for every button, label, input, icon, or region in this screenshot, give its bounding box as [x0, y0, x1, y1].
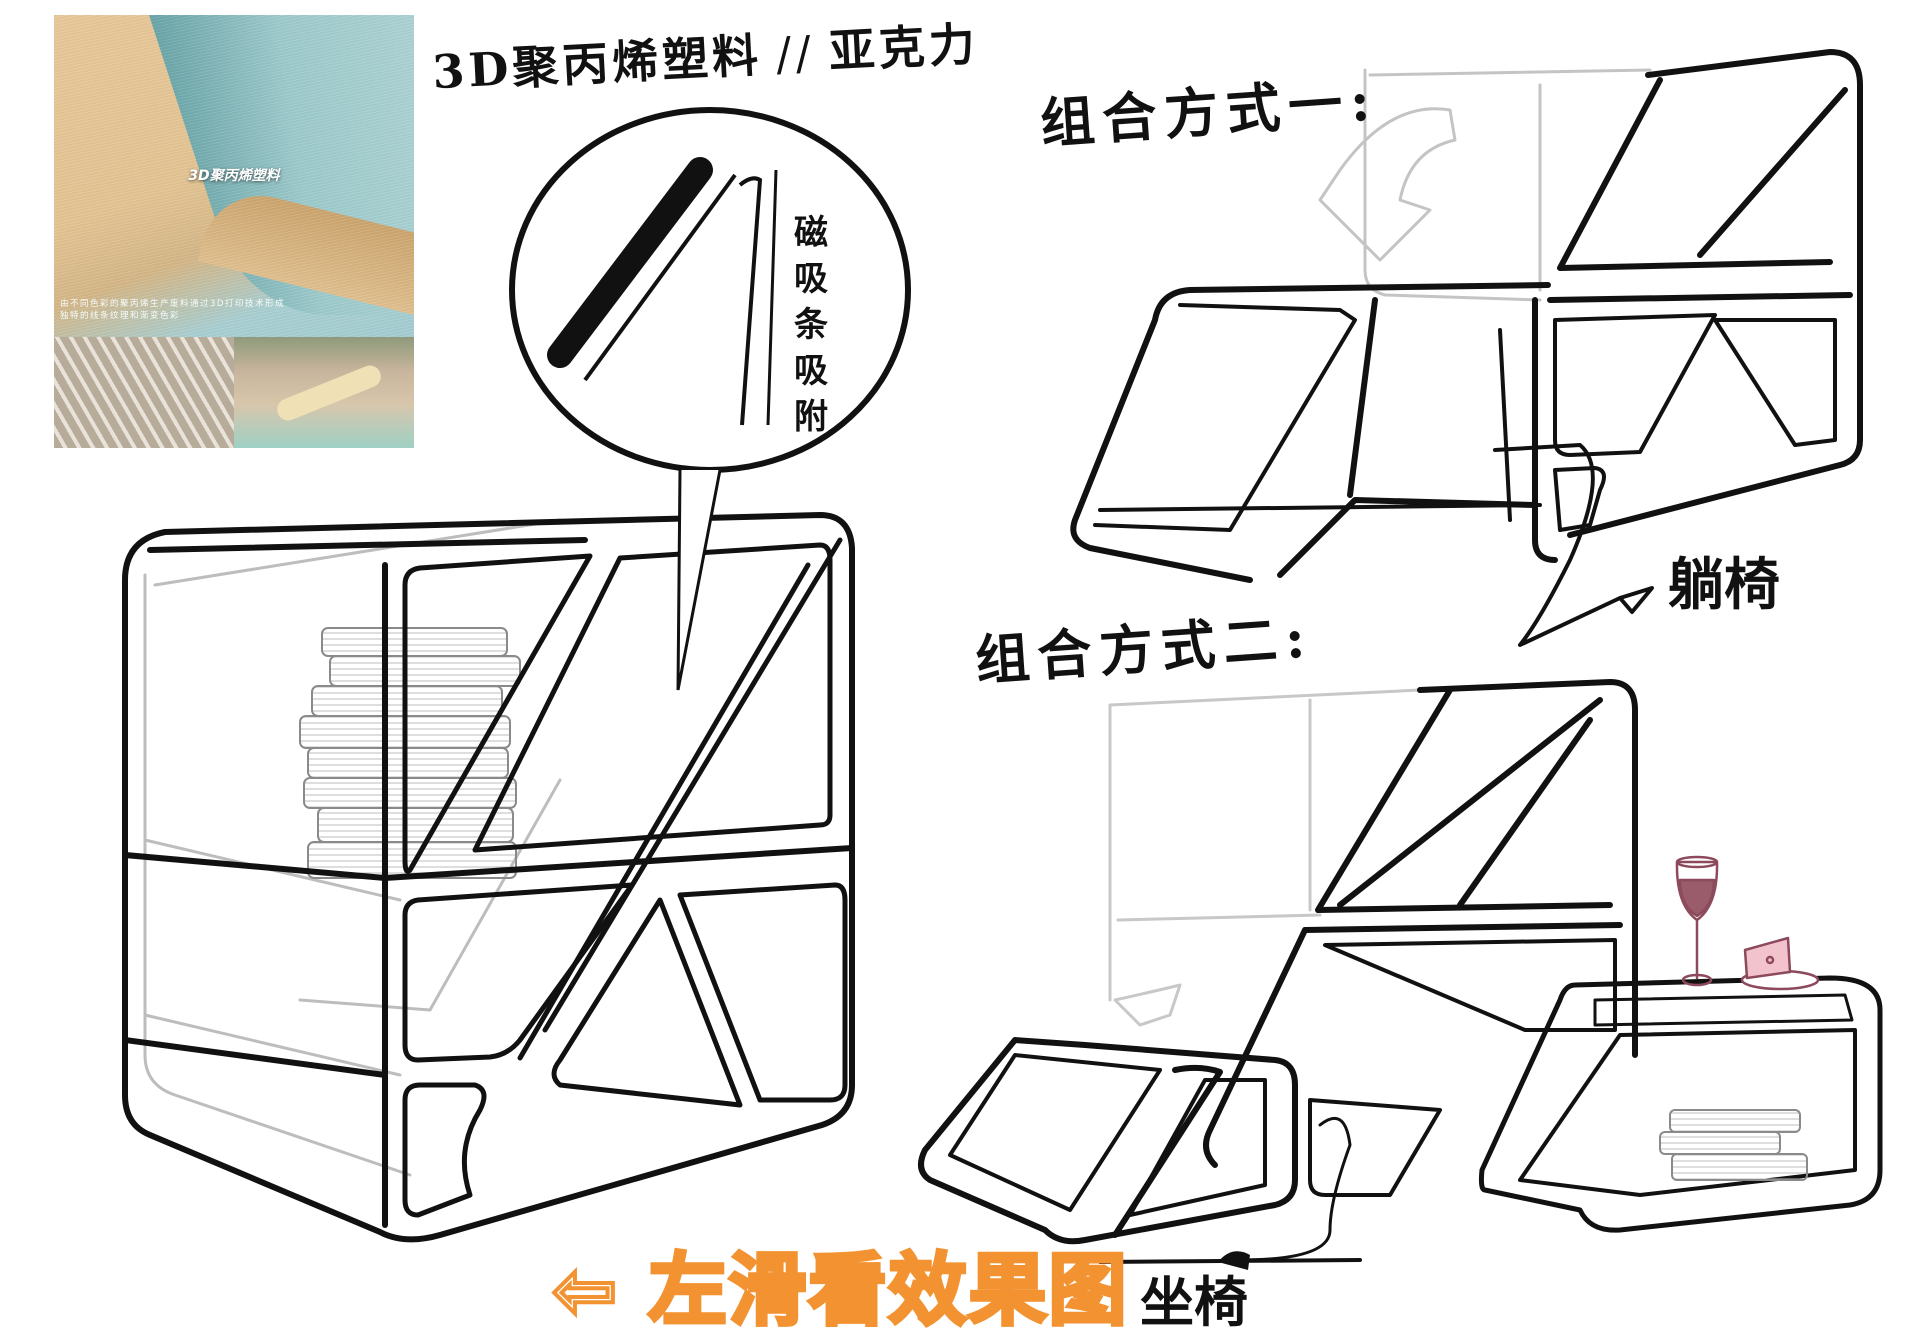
magnet-strip-label: 磁吸条吸附 [794, 213, 828, 437]
photo-thumbnails [54, 337, 414, 448]
combo-1-lounge-chair [1070, 49, 1863, 647]
photo-caption: 由不同色彩的聚丙烯生产废料通过3D打印技术形成 独特的线条纹理和渐变色彩 [60, 299, 285, 321]
swipe-left-hint: ⇦ 左滑看效果图 [550, 1228, 1129, 1340]
magnet-detail-magnifier [509, 107, 911, 691]
side-table [1478, 975, 1883, 1233]
photo-title: 3D聚丙烯塑料 [188, 168, 280, 184]
seat-chair-label: 坐椅 [1140, 1270, 1248, 1334]
lounge-chair-label: 躺椅 [1668, 552, 1780, 618]
book-stack [299, 627, 521, 879]
combo-2-seat-chair [918, 679, 1883, 1270]
bookshelf-unit [122, 512, 855, 1243]
cheese-slice [1740, 936, 1820, 991]
left-arrow-icon: ⇦ [550, 1244, 620, 1338]
swipe-hint-text: 左滑看效果图 [647, 1244, 1129, 1338]
side-table-books [1659, 1109, 1808, 1181]
reference-photo: 3D聚丙烯塑料 由不同色彩的聚丙烯生产废料通过3D打印技术形成 独特的线条纹理和… [54, 15, 414, 448]
thumbnail-beach-loungers [234, 337, 414, 448]
thumbnail-texture-wall [54, 337, 234, 448]
wine-glass [1675, 855, 1719, 987]
